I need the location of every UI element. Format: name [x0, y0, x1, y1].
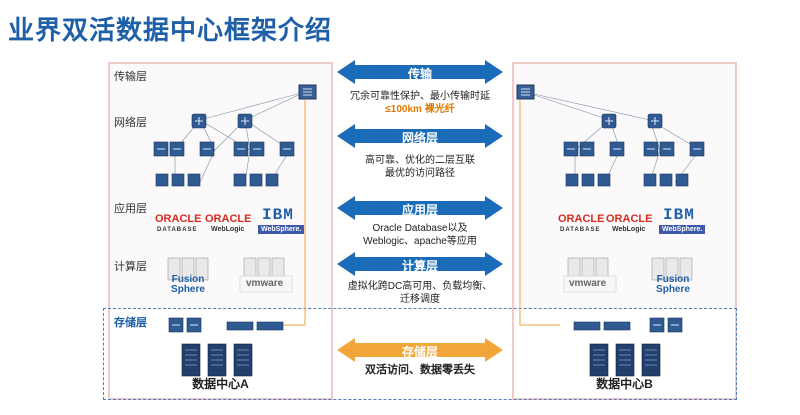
arrow-label: 传输 [407, 67, 432, 81]
storage-frame [103, 308, 737, 400]
arrow-description: 双活访问、数据零丢失 [337, 364, 503, 377]
storage-switch-icons [573, 317, 683, 333]
oracle-weblogic-logo: ORACLE [205, 213, 252, 225]
description-line: 高可靠、优化的二层互联 [365, 155, 475, 166]
arrow-3: 计算层 [337, 252, 503, 276]
layer-label-application: 应用层 [114, 203, 147, 215]
datacenter-a-label: 数据中心A [192, 377, 249, 391]
arrow-description: 虚拟化跨DC高可用、负载均衡、迁移调度 [337, 280, 503, 306]
double-arrow-shape [337, 124, 503, 148]
ibm-logo: IBM [262, 206, 294, 224]
description-line: 虚拟化跨DC高可用、负载均衡、 [347, 281, 493, 292]
network-switch-cluster-a [153, 113, 295, 187]
weblogic-sub: WebLogic [612, 226, 646, 233]
double-arrow-shape [337, 338, 503, 362]
storage-switch-icons [168, 317, 284, 333]
description-highlight: ≤100km 裸光纤 [385, 104, 455, 115]
double-arrow-shape [337, 196, 503, 220]
arrow-2: 应用层 [337, 196, 503, 220]
arrow-description: Oracle Database以及 Weblogic、apache等应用 [337, 222, 503, 248]
sphere-text: Sphere [171, 284, 205, 295]
oracle-weblogic-logo: ORACLE [606, 213, 653, 225]
description-line: Weblogic、apache等应用 [363, 236, 477, 247]
datacenter-b-label: 数据中心B [596, 377, 653, 391]
vmware-logo: vmware [246, 278, 284, 289]
description-line: 冗余可靠性保护、最小传输时延 [350, 91, 490, 102]
datacenter-a: 传输层 网络层 应用层 计算层 存储层 数据中心A [108, 62, 333, 400]
band-compute-a: 计算层 [110, 254, 331, 311]
layer-label-storage: 存储层 [114, 317, 147, 329]
fusionsphere-logo: Fusion Sphere [648, 275, 698, 295]
fusion-text: Fusion [171, 274, 205, 285]
ibm-logo: IBM [663, 206, 695, 224]
arrow-label: 计算层 [401, 259, 438, 273]
description-line: 最优的访问路径 [385, 168, 455, 179]
router-icon [298, 84, 317, 100]
storage-array-icon [181, 343, 253, 377]
description-line: Oracle Database以及 [372, 223, 468, 234]
vmware-logo: vmware [569, 278, 607, 289]
layer-label-compute: 计算层 [114, 261, 147, 273]
description-line: 迁移调度 [400, 294, 440, 305]
server-rack-icon [651, 257, 693, 281]
double-arrow-shape [337, 252, 503, 276]
storage-array-icon [589, 343, 661, 377]
network-switch-cluster-b [563, 113, 705, 187]
server-rack-icon [563, 257, 617, 293]
page-title: 业界双活数据中心框架介绍 [8, 16, 333, 46]
oracle-database-logo: ORACLE [155, 213, 202, 225]
weblogic-sub: WebLogic [211, 226, 245, 233]
fusionsphere-logo: Fusion Sphere [163, 275, 213, 295]
arrow-description: 冗余可靠性保护、最小传输时延 ≤100km 裸光纤 [337, 90, 503, 116]
band-transport-b [514, 64, 735, 111]
router-icon [516, 84, 535, 100]
oracle-database-sub: DATABASE [157, 227, 198, 233]
arrow-4: 存储层 [337, 338, 503, 362]
arrow-1: 网络层 [337, 124, 503, 148]
server-rack-icon [167, 257, 209, 281]
websphere-badge: WebSphere. [659, 225, 706, 234]
arrow-description: 高可靠、优化的二层互联最优的访问路径 [337, 154, 503, 180]
oracle-database-logo: ORACLE [558, 213, 605, 225]
sphere-text: Sphere [656, 284, 690, 295]
arrow-label: 应用层 [401, 203, 438, 217]
arrow-label: 存储层 [401, 345, 438, 359]
fusion-text: Fusion [656, 274, 690, 285]
arrow-0: 传输 [337, 60, 503, 84]
server-rack-icon [239, 257, 293, 293]
double-arrow-shape [337, 60, 503, 84]
band-transport-a: 传输层 [110, 64, 331, 111]
layer-label-transport: 传输层 [114, 71, 147, 83]
oracle-database-sub: DATABASE [560, 227, 601, 233]
websphere-badge: WebSphere. [258, 225, 305, 234]
layer-label-network: 网络层 [114, 117, 147, 129]
arrow-label: 网络层 [401, 131, 438, 145]
description-line: 双活访问、数据零丢失 [365, 364, 475, 376]
